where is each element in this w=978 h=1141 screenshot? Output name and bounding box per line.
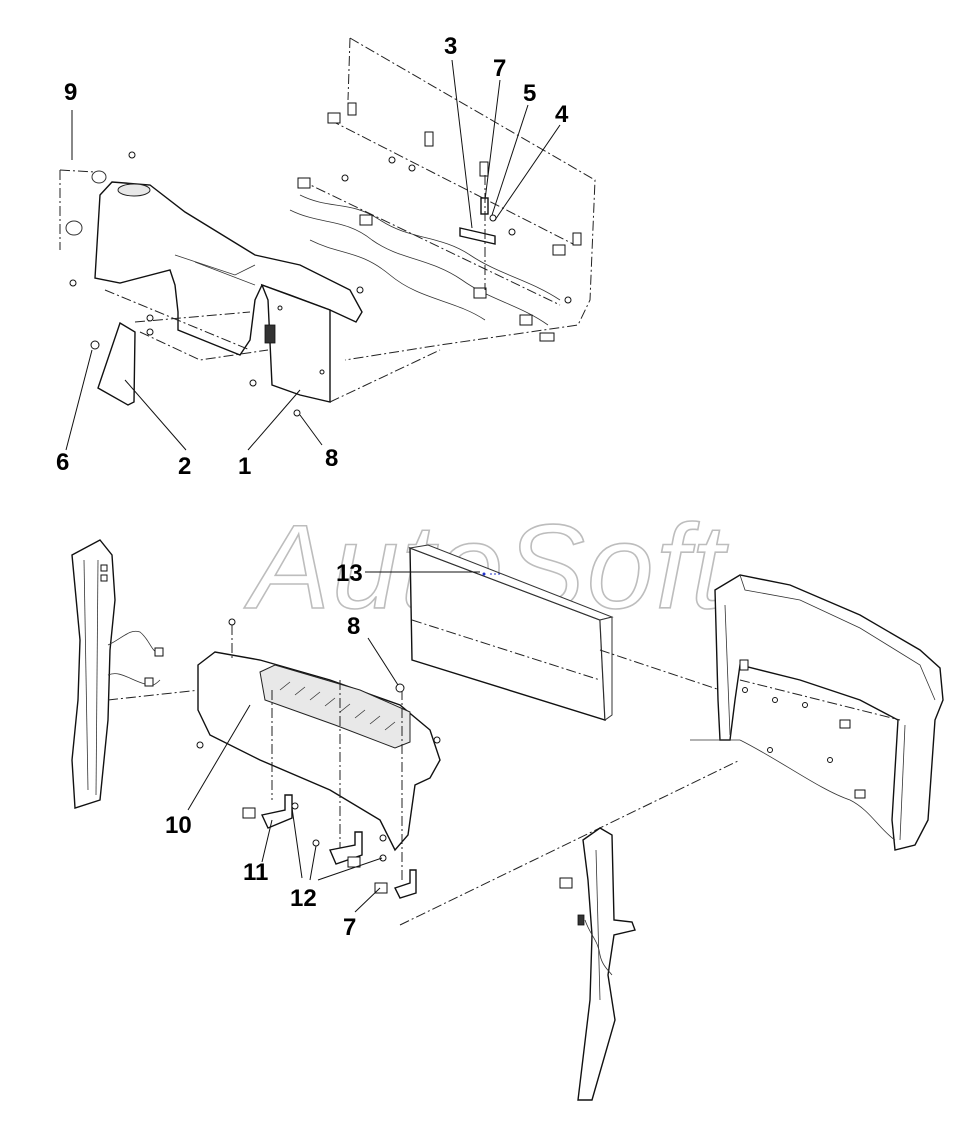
washer-part-6 [90, 340, 100, 350]
top-rear-wall-panel [289, 37, 596, 361]
right-pillar-trim [559, 827, 636, 1101]
screw-icon [146, 314, 154, 322]
screw-icon [69, 279, 77, 287]
screw-icon [228, 618, 236, 626]
bracket [394, 869, 417, 899]
callout-4: 4 [555, 101, 569, 128]
round-cap-part-9 [91, 170, 107, 184]
frame-hole [827, 757, 833, 763]
left-pillar [71, 539, 116, 809]
callout-3: 3 [444, 33, 457, 60]
top-callout-leaders [65, 59, 561, 451]
callout-7-bottom: 7 [343, 914, 356, 941]
screw-part-12 [379, 854, 387, 862]
callout-9: 9 [64, 79, 77, 106]
wall-clip [552, 244, 566, 256]
wall-clip [424, 131, 434, 147]
screw-icon [196, 741, 204, 749]
frame-hole [767, 747, 773, 753]
screw-icon [128, 151, 136, 159]
frame-hole [772, 697, 778, 703]
bracket [329, 831, 363, 865]
screw-part-8 [395, 683, 405, 693]
trim-vent-grille [259, 664, 411, 749]
wall-clip [519, 314, 533, 326]
lower-panel-part-1 [260, 283, 331, 403]
wall-clip [539, 332, 555, 342]
wall-hole [341, 174, 349, 182]
screw-icon [433, 736, 441, 744]
screw-part-8 [293, 409, 301, 417]
insulation-board-part-13 [408, 544, 721, 721]
connector-icon [154, 647, 164, 657]
wall-hole [508, 228, 516, 236]
clip-nut [242, 807, 256, 819]
panel-hole [319, 369, 325, 375]
frame-clip [854, 789, 866, 799]
panel-hole [277, 305, 283, 311]
bracket-part-3 [459, 227, 496, 245]
callout-11: 11 [243, 859, 268, 886]
round-cap-part-9 [65, 220, 83, 236]
bottom-callout-leaders [187, 571, 480, 913]
callout-10: 10 [165, 812, 192, 839]
callout-numbers: 9 3 7 5 4 6 2 1 8 13 8 10 11 12 7 [56, 33, 569, 941]
callout-1: 1 [238, 453, 251, 480]
screw-part-12 [312, 839, 320, 847]
right-cab-frame [690, 574, 944, 851]
left-pillar-trim [71, 539, 201, 809]
wall-clip [479, 161, 489, 177]
callout-8-top: 8 [325, 445, 338, 472]
frame-hole [802, 702, 808, 708]
switch-block [264, 324, 276, 344]
screw-part-12 [291, 802, 299, 810]
screw-icon [356, 286, 364, 294]
wall-clip [572, 232, 582, 246]
lower-dash-trim-part-10 [196, 618, 441, 880]
clip-nut-part-7 [374, 882, 388, 894]
housing-speaker-opening [117, 183, 151, 197]
clip-nut [559, 877, 573, 889]
insulation-board-side [599, 616, 613, 721]
board-marker [482, 572, 486, 576]
wall-clip [347, 102, 357, 116]
callout-8-bottom: 8 [347, 613, 360, 640]
callout-6: 6 [56, 449, 69, 476]
callout-13: 13 [336, 560, 363, 587]
bracket-part-11 [260, 794, 293, 829]
frame-hole [742, 687, 748, 693]
clip-nut [347, 856, 361, 868]
callout-12: 12 [290, 885, 317, 912]
wall-clip [473, 287, 487, 299]
wall-hole [564, 296, 572, 304]
screw-icon [379, 834, 387, 842]
connector-icon [144, 677, 154, 687]
bottom-brackets [242, 759, 741, 926]
wall-clip [327, 112, 341, 124]
wall-hole [408, 164, 416, 172]
screw-icon [249, 379, 257, 387]
callout-2: 2 [178, 453, 191, 480]
screw-icon [146, 328, 154, 336]
callout-7-top: 7 [493, 55, 506, 82]
wall-clip [297, 177, 311, 189]
frame-clip [739, 659, 749, 671]
pillar-hole [100, 564, 108, 572]
frame-clip [839, 719, 851, 729]
nut-part-4 [489, 214, 497, 222]
pillar-hole [100, 574, 108, 582]
right-pillar [577, 827, 636, 1101]
connector-icon [577, 914, 585, 926]
top-dash-panel [59, 151, 441, 417]
wall-clip [359, 214, 373, 226]
callout-5: 5 [523, 80, 536, 107]
wall-hole [388, 156, 396, 164]
cab-back-frame [714, 574, 944, 851]
side-cover-part-2 [97, 321, 136, 406]
